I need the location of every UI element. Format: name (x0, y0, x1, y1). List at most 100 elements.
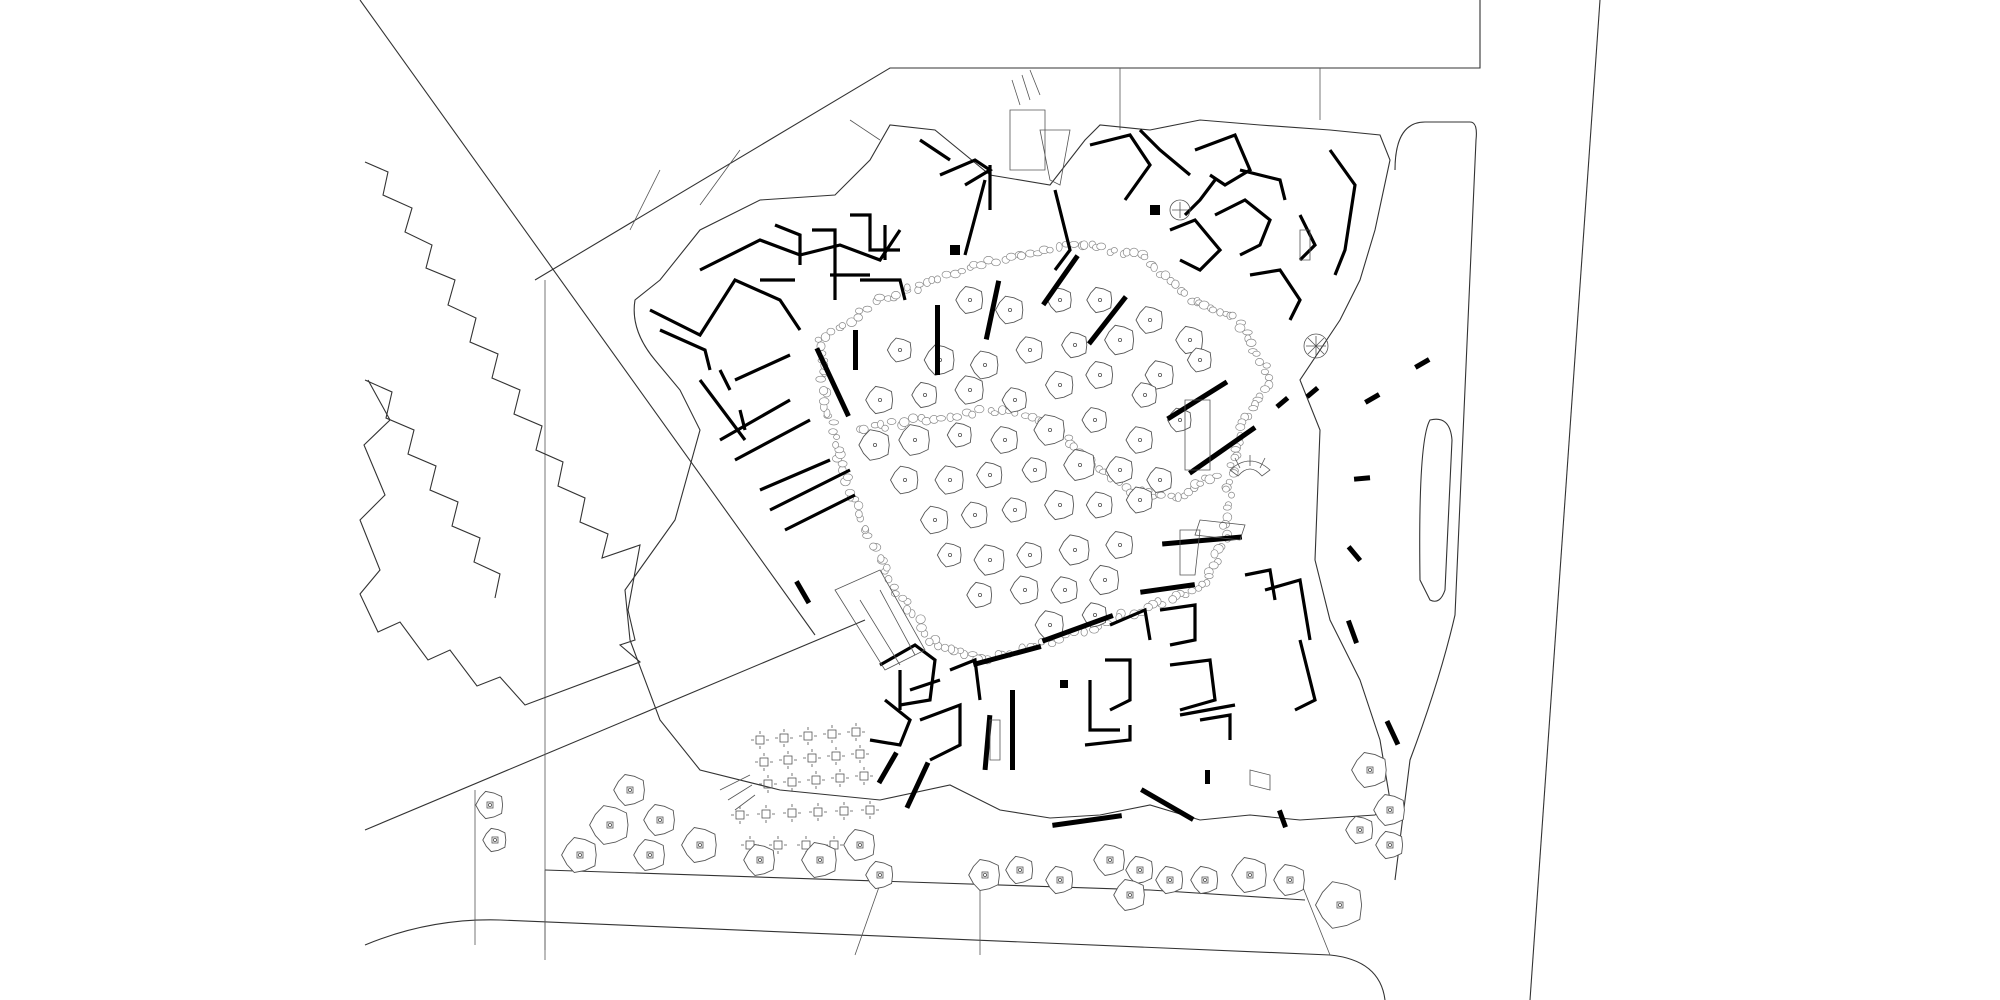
diagonal-street-edge (359, 0, 816, 636)
tree (886, 337, 912, 363)
tree (561, 837, 597, 873)
tree (994, 295, 1024, 325)
south-road-edge (364, 919, 1386, 1000)
tree (990, 426, 1018, 454)
tree (1009, 575, 1039, 605)
table-set (823, 725, 841, 743)
tree (946, 422, 972, 448)
parcel-divider-5 (1299, 879, 1331, 956)
tree-grate (1126, 891, 1134, 899)
tree (1085, 491, 1113, 519)
tree (1231, 857, 1267, 893)
neighbouring-building-inner (364, 379, 501, 599)
tree-grate (876, 871, 884, 879)
tree-grate (1356, 826, 1364, 834)
spiral-stairs (1169, 199, 1329, 477)
table-set (847, 723, 865, 741)
tree-grate (1106, 856, 1114, 864)
tree-grate (1166, 876, 1174, 884)
tree (1125, 426, 1153, 454)
tree (589, 805, 629, 845)
tree (889, 465, 919, 495)
tree-grate (816, 856, 824, 864)
south-parcel-line (544, 869, 1306, 901)
tree (919, 505, 949, 535)
interior-lines (719, 129, 1311, 811)
tree-grate (606, 821, 614, 829)
tree (633, 839, 665, 871)
tree (1105, 531, 1133, 559)
tree (1081, 407, 1107, 433)
tree (1001, 387, 1027, 413)
table-set (755, 753, 773, 771)
tree (954, 375, 984, 405)
tree (976, 461, 1003, 489)
outer-stone-ring (814, 240, 1274, 665)
east-road-edge-left (1529, 0, 1601, 1000)
tree (1063, 449, 1095, 481)
tree (1093, 844, 1125, 876)
tree (1351, 752, 1387, 788)
courtyard-path-stones (814, 240, 1274, 665)
tree (865, 385, 894, 415)
tree-grate (1286, 876, 1294, 884)
tree (865, 860, 894, 890)
tree (743, 844, 775, 876)
tree (1273, 864, 1305, 896)
tree (1146, 467, 1173, 493)
tree (643, 804, 675, 836)
east-curb (1394, 121, 1477, 881)
tree (1061, 331, 1088, 359)
tree (1045, 865, 1074, 895)
tree (969, 350, 999, 380)
tree (1190, 865, 1219, 895)
tree-grate (1386, 806, 1394, 814)
tree (1125, 486, 1153, 514)
tree-grate (1366, 766, 1374, 774)
plaza-seating (731, 723, 879, 854)
tree (966, 581, 993, 609)
tree-grate (1056, 876, 1064, 884)
tree-grate (696, 841, 704, 849)
tree (1135, 306, 1163, 334)
tree (1005, 855, 1034, 885)
tree (1131, 382, 1157, 408)
tree (1373, 794, 1405, 826)
tree-grate (486, 801, 494, 809)
context-lines (359, 0, 1601, 1000)
tree-grate (856, 841, 864, 849)
tree (482, 827, 507, 853)
north-parcel-1 (629, 169, 661, 231)
north-boundary (534, 0, 1481, 281)
table-set (809, 803, 827, 821)
tree-grate (1386, 841, 1394, 849)
tree (1050, 576, 1078, 604)
tree (858, 429, 890, 461)
table-set (757, 805, 775, 823)
tree-grate (1201, 876, 1209, 884)
tree (843, 829, 875, 861)
tree (1105, 456, 1133, 484)
north-parcel-2 (699, 149, 741, 206)
tree (1345, 815, 1374, 845)
table-set (831, 769, 849, 787)
tree (1104, 324, 1135, 356)
tree (1085, 361, 1114, 389)
building-walls (649, 128, 1357, 762)
tree-grate (576, 851, 584, 859)
tree (1001, 497, 1027, 523)
table-set (783, 773, 801, 791)
table-set (751, 731, 769, 749)
tree (934, 465, 964, 495)
tree (613, 774, 645, 806)
tree (801, 842, 837, 878)
perimeter-trees (475, 752, 1405, 929)
table-set (855, 767, 873, 785)
tree (936, 542, 962, 568)
table-set (851, 745, 869, 763)
tree (973, 544, 1005, 576)
table-set (769, 836, 787, 854)
tree (681, 827, 717, 863)
tree-grate (626, 786, 634, 794)
